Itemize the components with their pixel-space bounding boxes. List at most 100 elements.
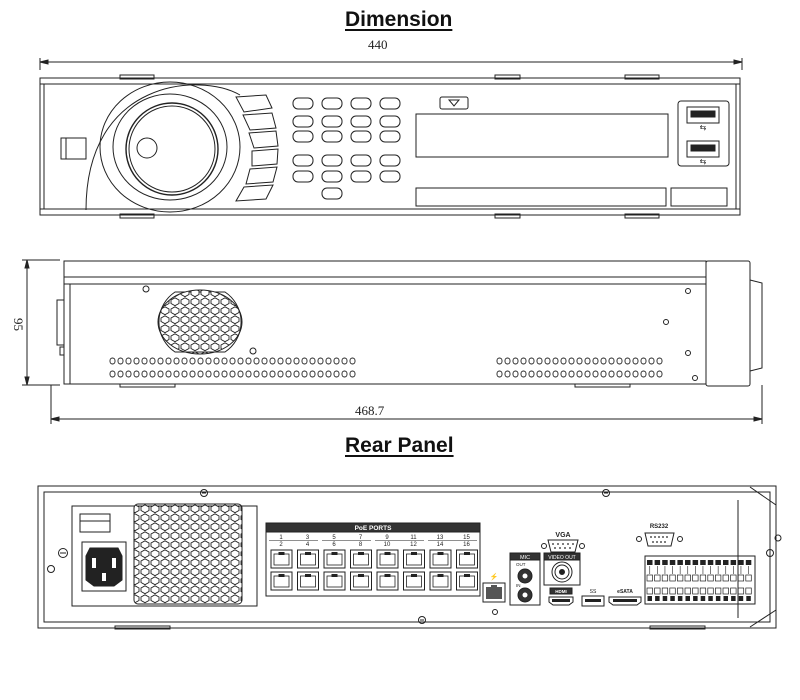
vent-slot [584,357,591,365]
vent-slot [584,370,591,378]
mic-in-label: IN [516,583,521,588]
vent-slot [245,357,252,365]
svg-text:⇆: ⇆ [700,157,707,166]
vga-port: VGA [541,532,585,553]
vent-slot [536,370,543,378]
jog-dial [125,102,219,196]
side-fan-grille [157,289,243,355]
vent-slot [616,370,623,378]
poe-port-number: 13 [437,535,444,541]
side-view [22,259,763,424]
vent-slot [333,357,340,365]
vent-slot [213,370,220,378]
vent-slot [253,357,260,365]
rs232-port: RS232 [636,524,683,547]
keypad-key [350,130,372,143]
poe-port-number: 15 [463,535,470,541]
vent-slot [624,370,631,378]
esata-port: eSATA [608,589,642,606]
rs232-label: RS232 [650,524,669,530]
depth-dimension-label: 468.7 [355,403,385,418]
vent-slot [616,357,623,365]
vent-slot [576,357,583,365]
side-vent-slots [109,357,663,378]
keypad-key [321,187,343,200]
vent-slot [149,370,156,378]
vent-slot [293,357,300,365]
usb-label: SS [590,589,597,595]
vent-slot [592,370,599,378]
vent-slot [520,370,527,378]
vent-slot [221,370,228,378]
alarm-terminal-block [644,555,756,605]
side-front-bezel [705,260,751,387]
psu-fan-grille [133,503,243,605]
rear-power-switch [79,513,111,533]
vent-slot [245,370,252,378]
vent-slot [528,370,535,378]
vent-slot [632,357,639,365]
vent-slot [325,370,332,378]
vent-slot [560,370,567,378]
vent-slot [608,357,615,365]
keypad-key [350,97,372,110]
keypad-key [321,154,343,167]
vent-slot [141,370,148,378]
vent-slot [568,370,575,378]
poe-port-number: 8 [359,542,363,548]
vent-slot [165,357,172,365]
vent-slot [552,370,559,378]
vent-slot [181,370,188,378]
vent-slot [205,370,212,378]
dimension-heading: Dimension [345,8,453,31]
front-keypad [292,97,401,200]
svg-text:⇆: ⇆ [700,123,707,132]
vent-slot [325,357,332,365]
vent-slot [544,357,551,365]
depth-dimension-line [50,385,763,424]
vent-slot [149,357,156,365]
vent-slot [640,357,647,365]
vent-slot [317,370,324,378]
width-dimension-line [39,58,743,70]
vent-slot [600,370,607,378]
vent-slot [568,357,575,365]
rear-panel-heading: Rear Panel [345,434,454,457]
keypad-key [321,170,343,183]
vent-slot [349,370,356,378]
keypad-key [379,115,401,128]
vent-slot [125,370,132,378]
keypad-key [379,154,401,167]
vent-slot [229,370,236,378]
front-usb-bay [677,100,730,167]
poe-port-number: 16 [463,542,470,548]
poe-ports-label: PoE PORTS [355,525,393,532]
vent-slot [528,357,535,365]
vent-slot [632,370,639,378]
ir-window [439,96,469,110]
mic-label: MIC [520,555,530,561]
vent-slot [496,357,503,365]
vent-slot [261,370,268,378]
vent-slot [624,357,631,365]
poe-port-number: 11 [410,535,417,541]
vent-slot [173,357,180,365]
svg-text:⚡: ⚡ [490,572,499,581]
vent-slot [520,357,527,365]
vent-slot [301,357,308,365]
vent-slot [189,370,196,378]
mic-out-label: OUT [516,562,526,567]
network-port: ⚡ [482,572,506,615]
video-out-port: VIDEO OUT [543,552,581,586]
vent-slot [592,357,599,365]
vent-slot [117,370,124,378]
vent-slot [341,370,348,378]
front-display-window [415,113,669,158]
front-usb-port-1 [686,106,720,124]
vent-slot [277,370,284,378]
keypad-key [350,170,372,183]
vent-slot [656,370,663,378]
